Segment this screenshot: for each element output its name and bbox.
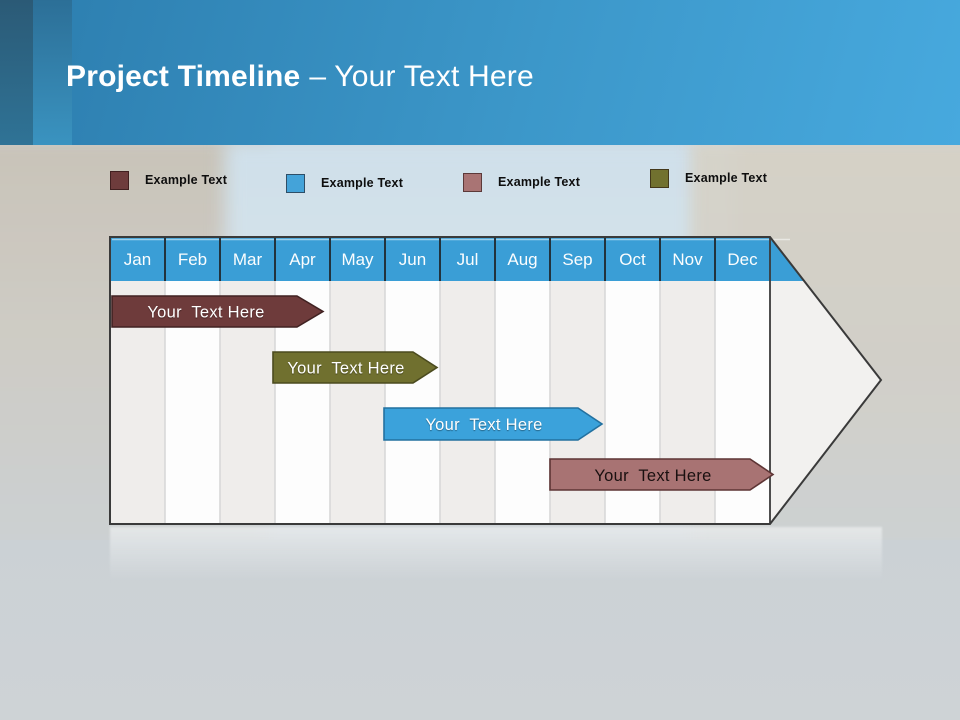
legend-swatch-olive [650, 168, 669, 188]
month-label: Jun [399, 250, 426, 269]
month-label: Nov [672, 250, 703, 269]
legend-swatch-mauve [463, 172, 482, 192]
month-label: Dec [727, 250, 758, 269]
legend-label: Example Text [685, 171, 768, 185]
timeline-bar-2-label: Your Text Here [287, 360, 404, 378]
legend-label: Example Text [498, 175, 581, 189]
header-accent-strip-medium [33, 0, 72, 145]
month-column [330, 281, 385, 524]
timeline-bar-1 [111, 295, 325, 328]
legend-item-4: Example Text [650, 167, 767, 189]
month-label: Jul [457, 250, 479, 269]
timeline-bar-4 [549, 458, 775, 491]
timeline-bar-3 [383, 407, 604, 441]
header-band: Project Timeline– Your Text Here [0, 0, 960, 145]
month-label: May [341, 250, 374, 269]
timeline-bar-1-label: Your Text Here [147, 304, 264, 322]
timeline-bar-4-label: Your Text Here [594, 467, 711, 485]
legend-item-3: Example Text [463, 171, 580, 193]
timeline-bar-2 [272, 351, 439, 384]
legend-label: Example Text [321, 176, 404, 190]
month-column [440, 281, 495, 524]
page-title: Project Timeline– Your Text Here [66, 60, 534, 94]
month-column [495, 281, 550, 524]
month-label: Mar [233, 250, 263, 269]
month-label: Oct [619, 250, 646, 269]
table-reflection [110, 527, 882, 582]
month-label: Apr [289, 250, 316, 269]
page-title-bold: Project Timeline [66, 60, 301, 93]
month-label: Sep [562, 250, 592, 269]
month-label: Jan [124, 250, 151, 269]
timeline-arrow-outline [109, 236, 883, 525]
header-accent-strip-dark [0, 0, 33, 145]
timeline-bar-3-label: Your Text Here [425, 416, 542, 434]
month-label: Aug [507, 250, 537, 269]
month-label: Feb [178, 250, 207, 269]
month-columns [110, 281, 770, 524]
month-column [385, 281, 440, 524]
legend-label: Example Text [145, 173, 228, 187]
header-cell-separators [164, 237, 716, 281]
legend-swatch-blue [286, 173, 305, 193]
month-labels: Jan Feb Mar Apr May Jun Jul Aug Sep Oct … [124, 250, 758, 269]
legend-item-1: Example Text [110, 169, 227, 191]
page-title-subtitle: – Your Text Here [309, 60, 534, 93]
legend-swatch-maroon [110, 170, 129, 190]
legend-item-2: Example Text [286, 172, 403, 194]
month-header-band [110, 237, 804, 281]
